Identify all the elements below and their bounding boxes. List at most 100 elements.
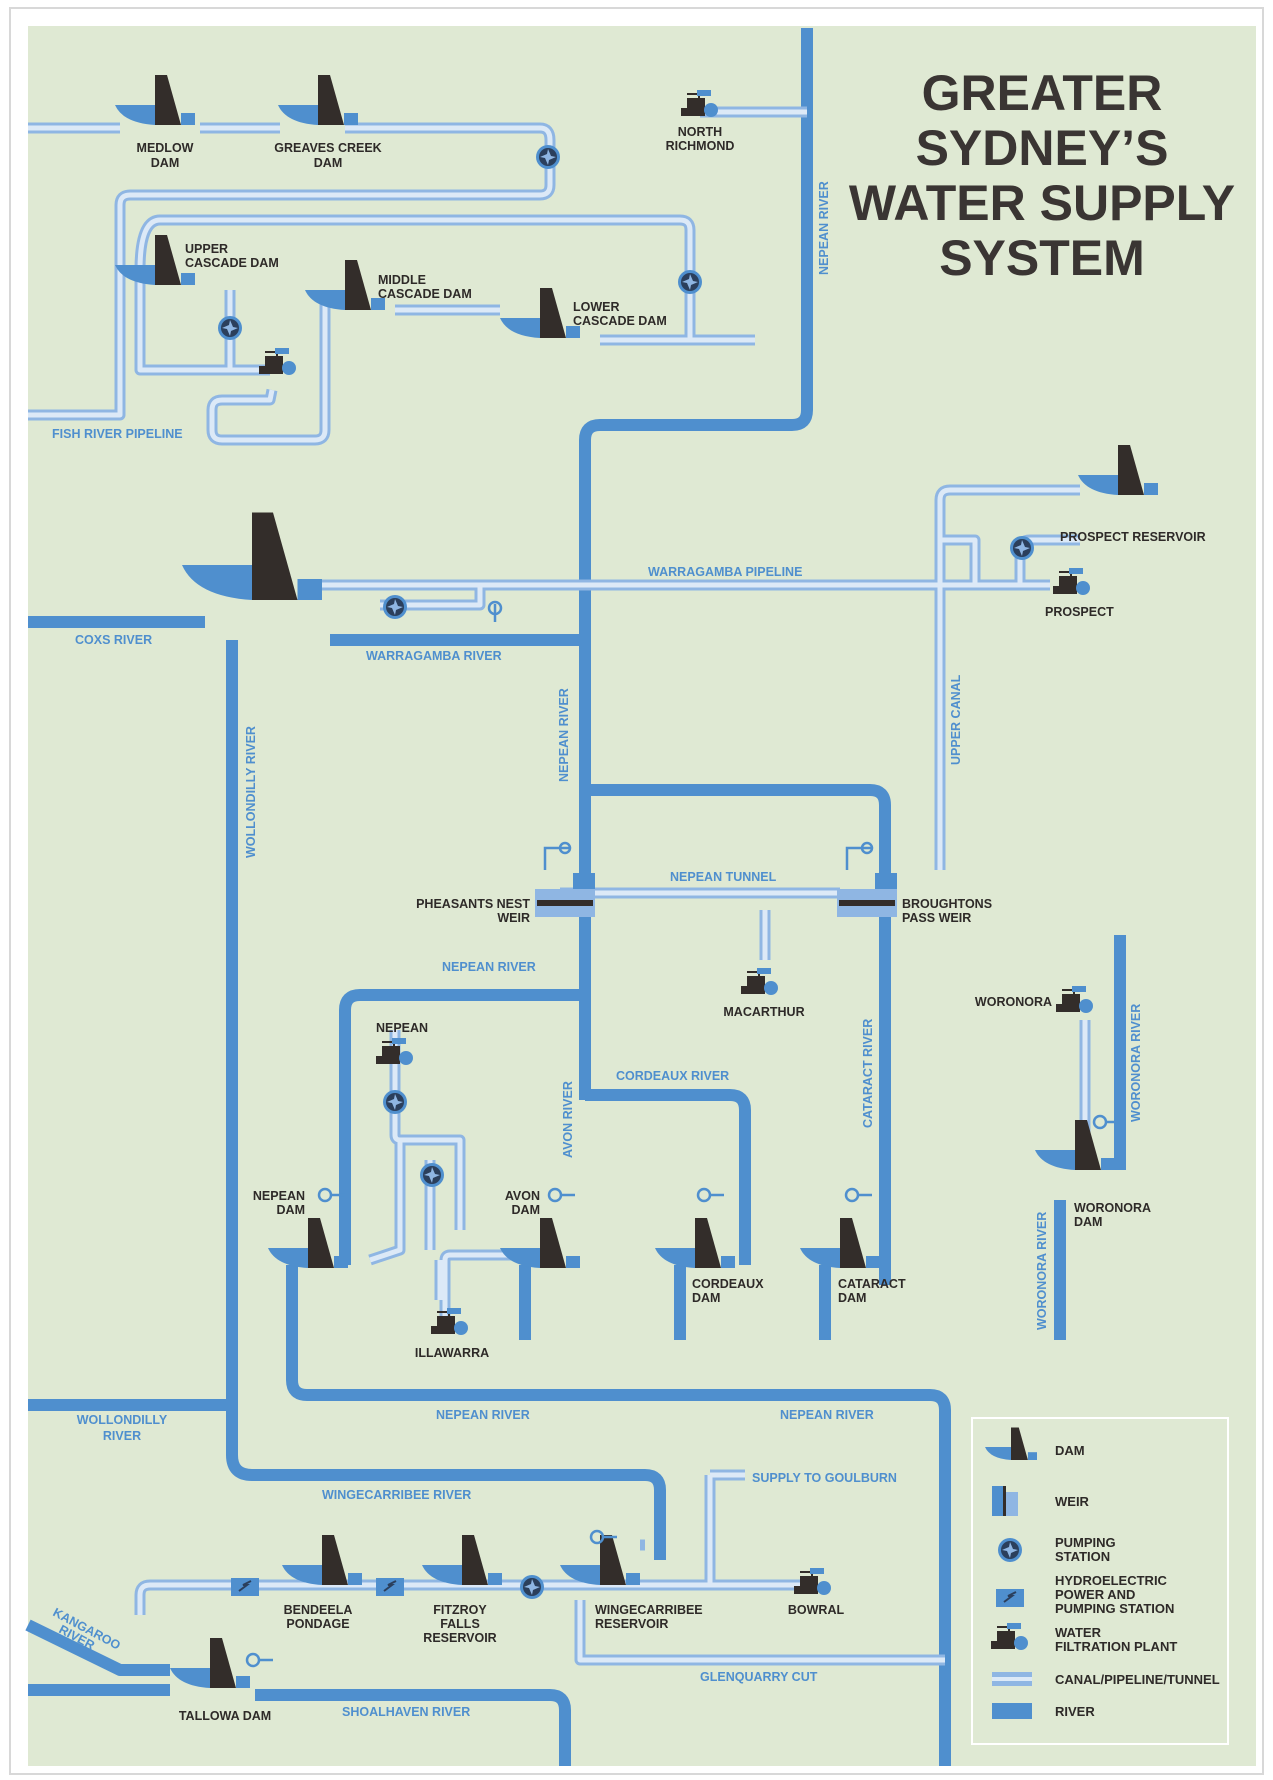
wollondilly-river <box>226 640 666 1560</box>
nepean-dam-label: DAM <box>277 1203 305 1217</box>
legend-weir-label: WEIR <box>1055 1494 1090 1509</box>
legend-hydroelectric-icon <box>995 1588 1025 1608</box>
supply-to-goulburn-label: SUPPLY TO GOULBURN <box>752 1471 897 1485</box>
pumping-station-icon <box>383 1090 407 1114</box>
wollondilly-river-label: WOLLONDILLY RIVER <box>244 726 258 858</box>
cordeaux-dam-label: CORDEAUX <box>692 1277 764 1291</box>
legend-box <box>971 1417 1229 1745</box>
greaves-creek-dam-label: GREAVES CREEK <box>274 141 381 155</box>
middle-cascade-dam-label: MIDDLE <box>378 273 426 287</box>
legend-pumping-station-label: STATION <box>1055 1549 1110 1564</box>
cordeaux-river-label: CORDEAUX RIVER <box>616 1069 729 1083</box>
shoalhaven-river-label: SHOALHAVEN RIVER <box>342 1705 470 1719</box>
cataract-river-label: CATARACT RIVER <box>861 1019 875 1128</box>
nepean-river-main <box>579 28 813 1100</box>
illawarra-label: ILLAWARRA <box>415 1346 489 1360</box>
nepean-loop <box>585 784 891 1285</box>
kangaroo-river <box>25 1619 170 1676</box>
lower-cascade-dam-label: LOWER <box>573 300 620 314</box>
north-richmond-label: RICHMOND <box>666 139 735 153</box>
pumping-station-icon <box>536 145 560 169</box>
shoalhaven-river-out <box>255 1689 571 1766</box>
pheasants-nest-weir-label: WEIR <box>497 911 530 925</box>
avon-river-label: AVON RIVER <box>561 1081 575 1158</box>
bendeela-pondage-label: BENDEELA <box>284 1603 353 1617</box>
nepean-weir-river <box>339 989 585 1265</box>
bendeela-pondage-label: PONDAGE <box>286 1617 349 1631</box>
nepean-river-bottom <box>286 1265 951 1766</box>
hydroelectric-icon <box>230 1577 260 1597</box>
coxs-river-label: COXS RIVER <box>75 633 152 647</box>
macarthur-label: MACARTHUR <box>723 1005 804 1019</box>
legend-pumping-station-label: PUMPING <box>1055 1535 1116 1550</box>
nepean-river-label: NEPEAN RIVER <box>817 181 831 275</box>
tallowa-dam-label: TALLOWA DAM <box>179 1709 271 1723</box>
medlow-dam-label: DAM <box>151 156 179 170</box>
title-line: WATER SUPPLY <box>849 175 1235 231</box>
rivers <box>25 28 1126 1766</box>
nepean-plant-label: NEPEAN <box>376 1021 428 1035</box>
wollondilly-river-label: RIVER <box>103 1429 141 1443</box>
upper-cascade-dam-label: UPPER <box>185 242 228 256</box>
middle-cascade-dam-label: CASCADE DAM <box>378 287 472 301</box>
cataract-dam-label: CATARACT <box>838 1277 906 1291</box>
pumping-station-icon <box>520 1575 544 1599</box>
valves <box>245 600 1122 1668</box>
fitzroy-falls-reservoir-label: RESERVOIR <box>423 1631 496 1645</box>
legend-hydroelectric-label: POWER AND <box>1055 1587 1135 1602</box>
pumping-station-icon <box>1010 536 1034 560</box>
fitzroy-falls-reservoir-label: FALLS <box>440 1617 480 1631</box>
title-line: GREATER <box>922 65 1163 121</box>
north-richmond-label: NORTH <box>678 125 722 139</box>
glenquarry-cut-label: GLENQUARRY CUT <box>700 1670 818 1684</box>
pheasants-nest-weir-label: PHEASANTS NEST <box>416 897 530 911</box>
pumping-station-icon <box>383 595 407 619</box>
fitzroy-falls-reservoir-label: FITZROY <box>433 1603 487 1617</box>
woronora-plant-label: WORONORA <box>975 995 1052 1009</box>
legend-river-swatch <box>992 1703 1032 1719</box>
broughtons-pass-weir-label: PASS WEIR <box>902 911 971 925</box>
legend-filtration-plant-label: WATER <box>1055 1625 1102 1640</box>
pumping-station-icon <box>218 316 242 340</box>
lower-cascade-dam-label: CASCADE DAM <box>573 314 667 328</box>
legend-hydroelectric-label: PUMPING STATION <box>1055 1601 1174 1616</box>
nepean-river-label: NEPEAN RIVER <box>557 688 571 782</box>
nepean-dam-label: NEPEAN <box>253 1189 305 1203</box>
bowral-label: BOWRAL <box>788 1603 845 1617</box>
page-title: GREATER SYDNEY’S WATER SUPPLY SYSTEM <box>849 65 1235 286</box>
woronora-dam-label: WORONORA <box>1074 1201 1151 1215</box>
broughtons-pass-weir-label: BROUGHTONS <box>902 897 992 911</box>
wollondilly-river-label: WOLLONDILLY <box>77 1413 168 1427</box>
legend-dam-label: DAM <box>1055 1443 1085 1458</box>
node-labels: MEDLOW DAM GREAVES CREEK DAM NORTH RICHM… <box>137 125 1206 1723</box>
cordeaux-dam-label: DAM <box>692 1291 720 1305</box>
nepean-river-label: NEPEAN RIVER <box>442 960 536 974</box>
warragamba-river-label: WARRAGAMBA RIVER <box>366 649 502 663</box>
warragamba-pipeline-label: WARRAGAMBA PIPELINE <box>648 565 802 579</box>
nepean-tunnel-label: NEPEAN TUNNEL <box>670 870 777 884</box>
upper-cascade-dam-label: CASCADE DAM <box>185 256 279 270</box>
title-line: SYDNEY’S <box>916 120 1169 176</box>
hydroelectric-icon <box>375 1577 405 1597</box>
wingecarribee-reservoir-label: RESERVOIR <box>595 1617 668 1631</box>
legend-river-label: RIVER <box>1055 1704 1095 1719</box>
legend-hydroelectric-label: HYDROELECTRIC <box>1055 1573 1168 1588</box>
nepean-river-label: NEPEAN RIVER <box>780 1408 874 1422</box>
avon-dam-label: AVON <box>505 1189 540 1203</box>
legend-filtration-plant-label: FILTRATION PLANT <box>1055 1639 1177 1654</box>
medlow-dam-label: MEDLOW <box>137 141 194 155</box>
wingecarribee-river-label: WINGECARRIBEE RIVER <box>322 1488 471 1502</box>
legend: DAM WEIR PUMPING STATION HYDROELECTRIC P… <box>971 1417 1229 1745</box>
pumping-station-icon <box>678 270 702 294</box>
wingecarribee-reservoir-label: WINGECARRIBEE <box>595 1603 703 1617</box>
prospect-reservoir-label: PROSPECT RESERVOIR <box>1060 530 1206 544</box>
woronora-dam-label: DAM <box>1074 1215 1102 1229</box>
cordeaux-river <box>585 1089 751 1265</box>
upper-canal-label: UPPER CANAL <box>949 674 963 765</box>
prospect-label: PROSPECT <box>1045 605 1114 619</box>
woronora-river-label: WORONORA RIVER <box>1129 1004 1143 1122</box>
legend-canal-label: CANAL/PIPELINE/TUNNEL <box>1055 1672 1220 1687</box>
cataract-dam-label: DAM <box>838 1291 866 1305</box>
legend-pumping-station-icon <box>998 1538 1022 1562</box>
